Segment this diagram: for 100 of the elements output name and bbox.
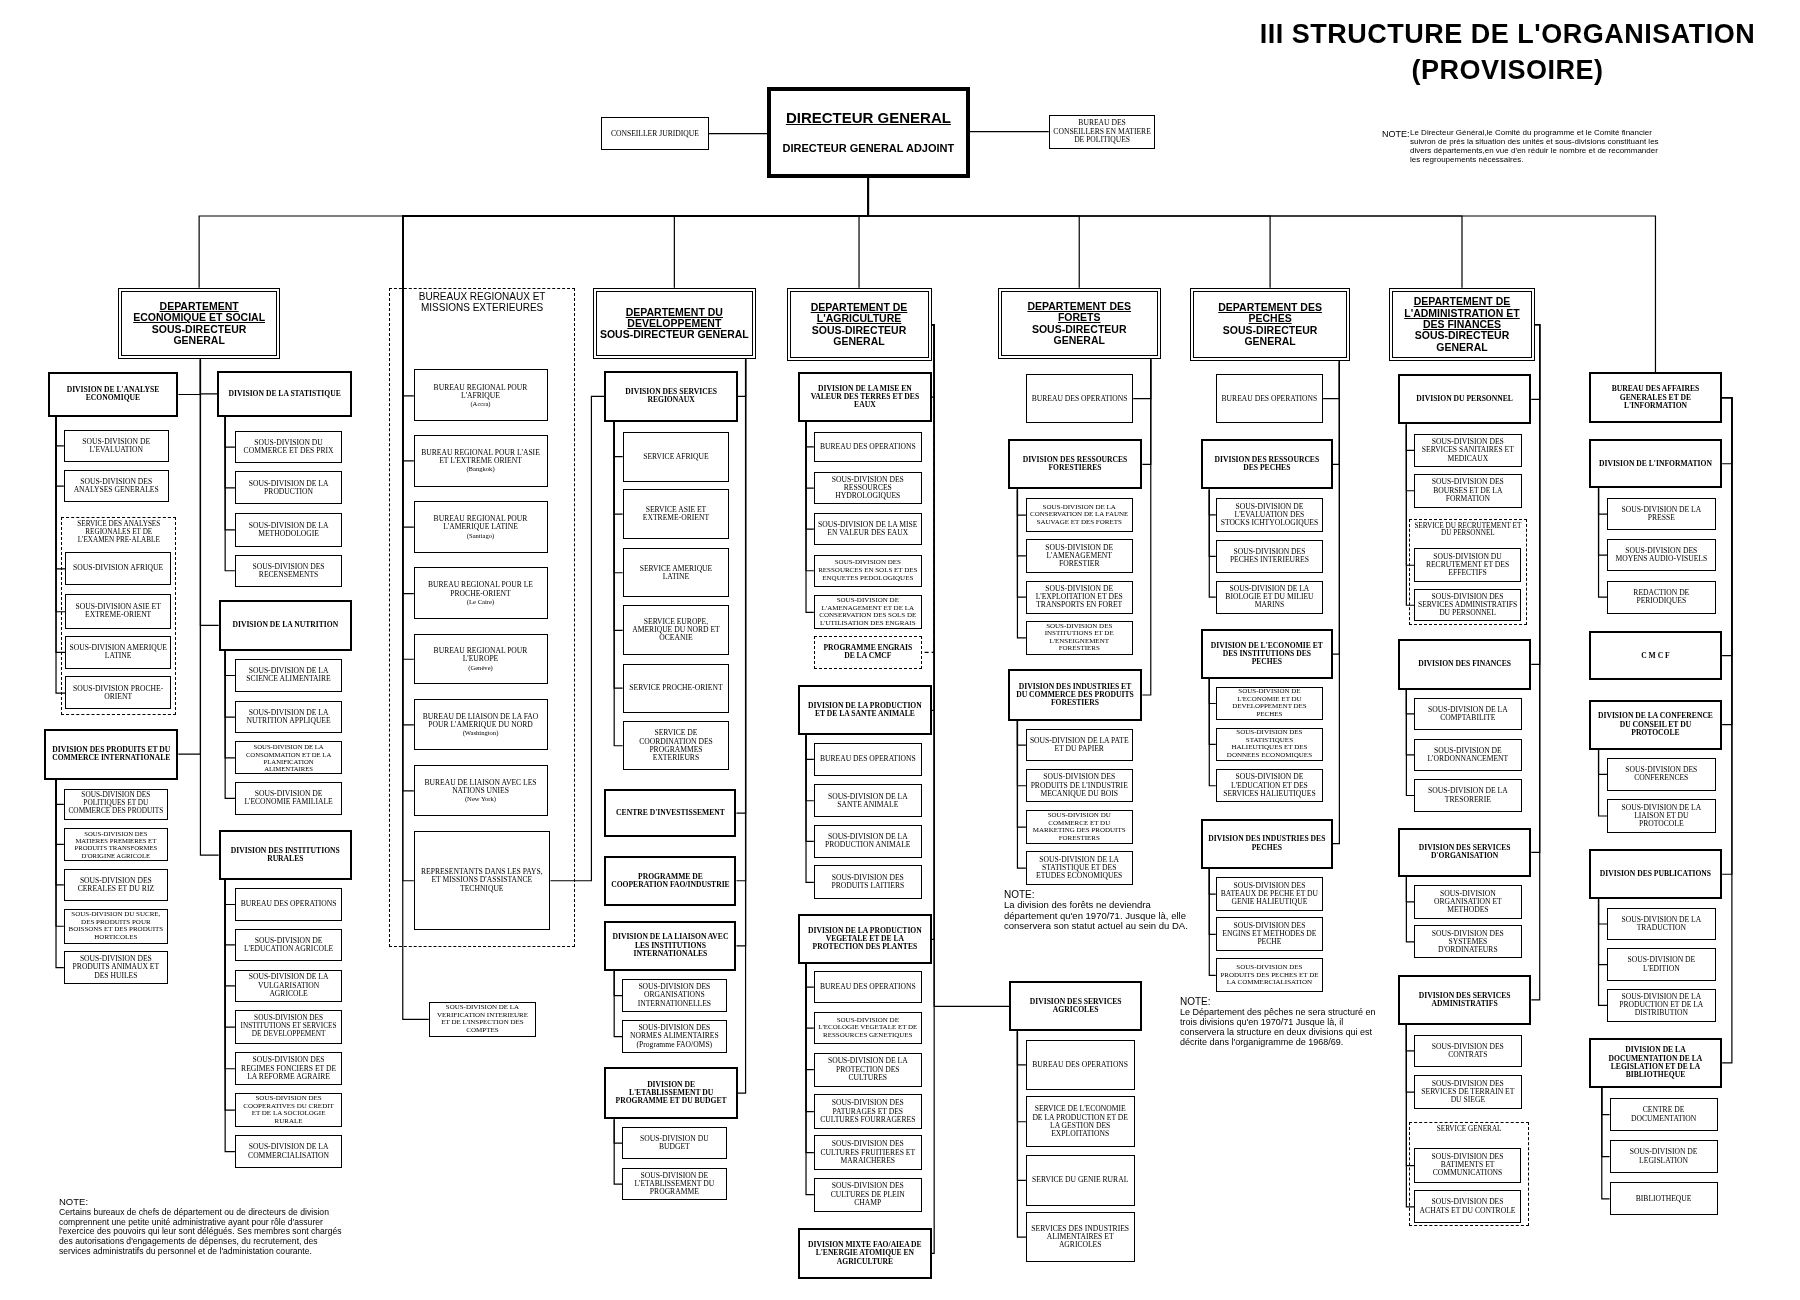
subdivision-box <box>234 659 343 692</box>
subdivision-box <box>1025 1039 1135 1090</box>
subdivision-box <box>622 1020 727 1053</box>
division-box <box>1397 374 1532 425</box>
subdivision-box <box>63 827 168 861</box>
subdivision-box <box>1025 497 1133 533</box>
connector-line <box>708 133 768 135</box>
connector-line <box>1601 1087 1611 1200</box>
subdivision-box <box>622 431 730 482</box>
subdivision-box <box>1413 1190 1522 1223</box>
division-box <box>1007 439 1143 490</box>
division-box <box>798 685 932 736</box>
subdivision-box <box>63 951 168 984</box>
division-box <box>798 914 932 965</box>
dashed-box <box>813 635 922 669</box>
subdivision-box <box>428 1002 537 1037</box>
connector-line <box>805 421 815 613</box>
subdivision-box <box>1025 1154 1135 1206</box>
subdivision-box <box>813 865 922 900</box>
subdivision-box <box>1607 907 1716 941</box>
connector-line <box>1721 397 1733 1064</box>
division-box <box>1588 849 1723 900</box>
subdivision-box <box>813 970 922 1004</box>
division-box <box>1200 818 1333 869</box>
division-box <box>1588 372 1723 424</box>
note-text: Le Directeur Général,le Comité du programme et le Comité financier suivron de près la situation des unités et sous-divisions constituant les divers départements,en vue d'en réduir le nombre et de recommander les regroupements nécessaires. <box>1410 129 1660 165</box>
connector-line <box>1597 487 1608 598</box>
division-box <box>1007 669 1143 721</box>
department-box <box>786 287 932 362</box>
connector-line <box>613 1118 623 1185</box>
subdivision-box <box>622 548 730 598</box>
subdivision-box <box>622 1167 727 1201</box>
subdivision-box <box>1025 851 1133 885</box>
division-box <box>798 372 932 422</box>
subdivision-box <box>234 1052 343 1086</box>
subdivision-box <box>1215 917 1324 952</box>
subdivision-box <box>413 369 548 422</box>
subdivision-box <box>622 979 727 1012</box>
deputy-title: DIRECTEUR GENERAL ADJOINT <box>782 143 955 156</box>
subdivision-box <box>65 551 171 586</box>
subdivision-box <box>813 784 922 818</box>
subdivision-box <box>1414 697 1522 731</box>
division-box <box>218 600 352 651</box>
subdivision-box <box>234 969 343 1003</box>
connector-line <box>224 879 236 1153</box>
subdivision-box <box>234 430 343 464</box>
connector-line <box>1208 488 1217 598</box>
department-box <box>997 287 1161 360</box>
subdivision-box <box>1414 738 1522 772</box>
deputy-director-title: SOUS-DIRECTEUR GENERAL <box>1030 323 1128 347</box>
subdivision-box <box>1609 1139 1718 1174</box>
subdivision-box <box>1025 538 1133 573</box>
subdivision-box <box>234 1135 343 1168</box>
subdivision-box <box>622 721 730 771</box>
division-box <box>1200 439 1333 490</box>
subdivision-box <box>234 741 343 775</box>
note-heading: NOTE: <box>1382 129 1410 139</box>
division-box <box>1397 827 1532 878</box>
subdivision-box <box>1025 1096 1135 1148</box>
department-title: DEPARTEMENT DE L'ADMINISTRATION ET DES FINANCES <box>1403 296 1521 331</box>
deputy-director-title: SOUS-DIRECTEUR GENERAL <box>151 323 248 347</box>
connector-line <box>1208 678 1217 787</box>
subdivision-box <box>234 471 343 505</box>
subdivision-box <box>813 1177 922 1212</box>
subdivision-box <box>1025 374 1134 424</box>
subdivision-box <box>1215 727 1324 762</box>
connector-line <box>224 650 236 800</box>
subdivision-box <box>1607 989 1716 1022</box>
subdivision-box <box>65 635 171 669</box>
subdivision-box <box>63 469 169 503</box>
connector-line <box>613 970 623 1038</box>
subdivision-box <box>234 782 343 815</box>
division-box <box>1397 639 1532 690</box>
department-box <box>117 287 281 360</box>
department-title: DEPARTEMENT ECONOMIQUE ET SOCIAL <box>132 300 267 324</box>
department-title: DEPARTEMENT DES PECHES <box>1217 301 1323 325</box>
division-box <box>1588 439 1723 489</box>
subdivision-box <box>1025 620 1133 655</box>
connector-line <box>1405 1024 1415 1208</box>
subdivision-box <box>1414 473 1522 508</box>
dashed-group-frame <box>389 287 576 947</box>
subdivision-box <box>622 663 730 713</box>
subdivision-box <box>1607 538 1716 572</box>
subdivision-box <box>413 830 551 931</box>
subdivision-box <box>234 928 343 962</box>
connector-line <box>1405 423 1415 606</box>
connector-line <box>1141 358 1152 696</box>
subdivision-box <box>813 1094 922 1129</box>
dashed-group-frame <box>61 517 177 715</box>
connector-line <box>549 395 605 882</box>
connector-line <box>1016 488 1027 639</box>
subdivision-box <box>1609 1182 1718 1216</box>
subdivision-box <box>813 431 922 463</box>
dashed-group-frame <box>1408 518 1527 625</box>
connector-line <box>1597 898 1608 1006</box>
connector-line <box>1332 360 1340 845</box>
division-box <box>47 372 179 417</box>
connector-line <box>1405 876 1415 943</box>
subdivision-box <box>234 888 343 921</box>
department-box <box>592 287 756 360</box>
